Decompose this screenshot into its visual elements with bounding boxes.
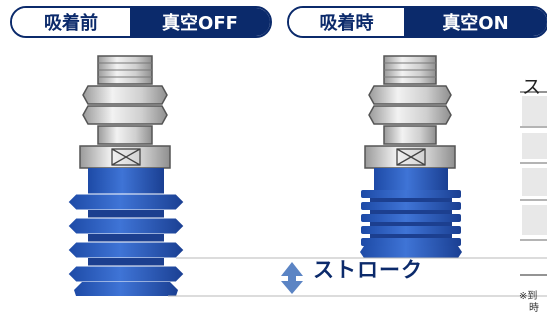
bellows-right-compressed — [360, 168, 462, 258]
state-header-during-vacuum-on: 吸着時 真空ON — [287, 6, 547, 38]
label-vacuum-off: 真空OFF — [130, 8, 270, 36]
side-footnote: ※到 時 — [519, 291, 539, 315]
stroke-double-arrow — [281, 262, 303, 294]
side-table-partial — [520, 91, 547, 276]
label-vacuum-on: 真空ON — [404, 8, 547, 36]
label-during-suction: 吸着時 — [289, 8, 404, 36]
bellows-left-extended — [67, 168, 185, 296]
stroke-label: ストローク — [313, 258, 423, 282]
side-table-title: ス — [522, 76, 542, 98]
state-header-before-vacuum-off: 吸着前 真空OFF — [10, 6, 272, 38]
fitting-left — [79, 55, 171, 169]
label-before-suction: 吸着前 — [12, 8, 130, 36]
fitting-right — [364, 55, 456, 169]
side-footnote-line-1: ※到 — [519, 291, 538, 302]
side-footnote-line-2: 時 — [529, 303, 539, 314]
